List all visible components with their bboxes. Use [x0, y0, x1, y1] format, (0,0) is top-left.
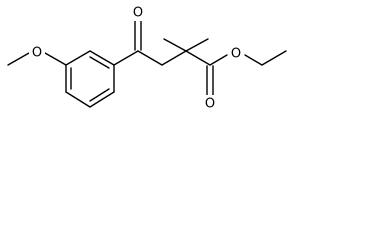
bond-quat-methyl-2 — [185, 38, 209, 52]
bond-ketone-ch2 — [137, 50, 163, 66]
ring-bond-2 — [65, 91, 91, 108]
atom-o-ester-carbonyl-label: O — [205, 97, 215, 112]
bond-ethyl — [261, 50, 287, 66]
bond-ring-ketone — [113, 50, 139, 66]
atom-o-ketone: O — [130, 5, 146, 21]
bond-o-ethyl-ch2 — [244, 54, 263, 66]
atom-o-methoxy: O — [29, 45, 45, 61]
bond-quat-ester — [185, 50, 211, 66]
atom-o-ester-carbonyl: O — [202, 95, 218, 112]
atom-o-ester-ether: O — [228, 46, 244, 62]
bond-o-ring — [44, 52, 67, 66]
ring-bond-5 — [89, 50, 115, 66]
atom-o-methoxy-label: O — [32, 46, 42, 61]
molecule-structure: O O O O — [7, 5, 287, 112]
ring-inner-double-3 — [89, 56, 110, 69]
bond-ester-o — [209, 54, 228, 66]
bond-quat-methyl-1 — [163, 38, 187, 52]
ring-bond-6 — [65, 50, 91, 66]
bond-methyl-o — [7, 52, 30, 66]
ring-inner-double-2 — [89, 88, 110, 102]
atom-o-ketone-label: O — [133, 6, 143, 21]
ring-bond-3 — [89, 91, 115, 108]
bond-ch2-quat — [161, 50, 187, 66]
atom-o-ester-ether-label: O — [231, 47, 241, 62]
structure-canvas: O O O O — [7, 5, 287, 112]
